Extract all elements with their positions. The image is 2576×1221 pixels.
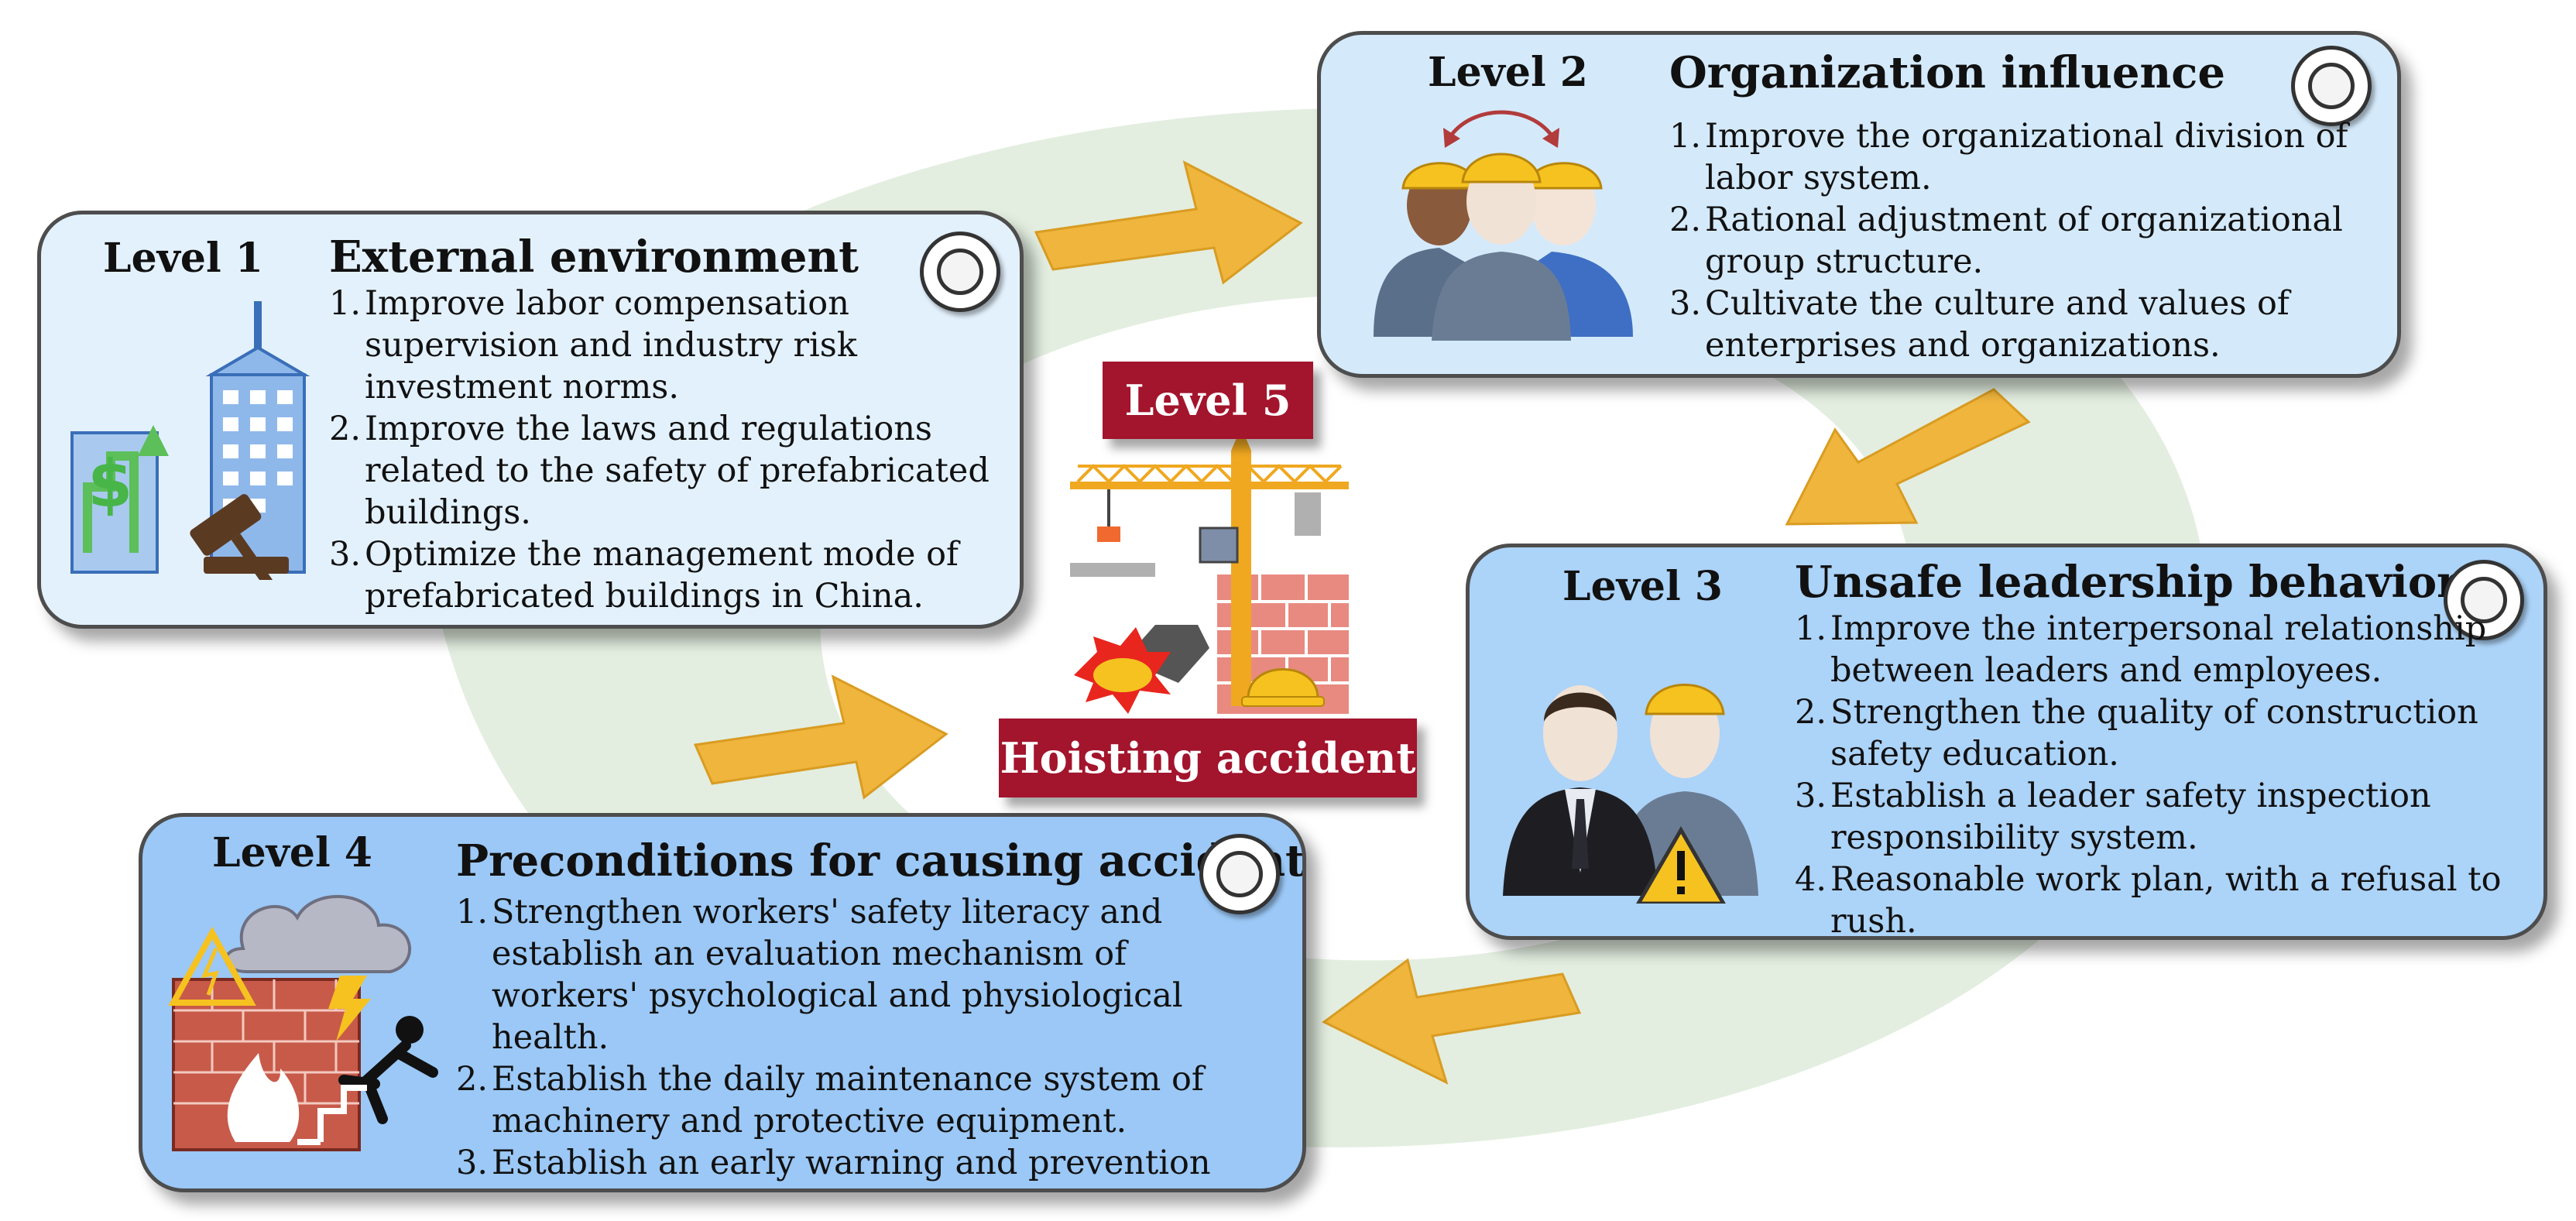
list-item: 1.Improve labor compensation supervision… (329, 284, 857, 406)
three-workers-hardhat-icon (1374, 110, 1633, 341)
level-4-card: Level 4 Preconditions for causing accide… (139, 813, 1306, 1192)
level-3-measures: 1.Improve the interpersonal relationship… (1795, 608, 2538, 940)
level-title: Unsafe leadership behavior (1795, 557, 2460, 608)
ring-icon (2444, 560, 2524, 640)
svg-text:$: $ (87, 446, 132, 522)
list-item: 1.Improve the interpersonal relationship… (1795, 609, 2487, 690)
hoisting-accident-banner: Hoisting accident (999, 719, 1417, 797)
arrow-level1-to-level2 (1034, 160, 1303, 285)
level-1-measures: 1.Improve labor compensation supervision… (329, 283, 1010, 617)
list-item: 2.Establish the daily maintenance system… (456, 1060, 1204, 1140)
list-item: 1.Improve the organizational division of… (1669, 117, 2348, 197)
level-label: Level 1 (103, 235, 263, 282)
storm-fire-falling-worker-icon (168, 894, 438, 1151)
level-3-card: Level 3 Unsafe leadership behavior 1.Imp… (1466, 544, 2547, 940)
arrow-level3-to-level4 (1322, 958, 1582, 1085)
level-title: Preconditions for causing accidents (456, 835, 1306, 887)
crane-accident-icon (1070, 427, 1349, 714)
level-1-card: Level 1 External environment $ 1.Improve… (37, 211, 1024, 629)
list-item: 2.Rational adjustment of organizational … (1669, 201, 2343, 281)
ring-icon (1199, 834, 1280, 914)
level-4-measures: 1.Strengthen workers' safety literacy an… (456, 891, 1277, 1188)
level-2-card: Level 2 Organization influence 1.Improve… (1317, 31, 2401, 378)
list-item: 3.Establish a leader safety inspection r… (1795, 777, 2431, 857)
list-item: 2.Improve the laws and regulations relat… (329, 410, 990, 532)
list-item: 2.Strengthen the quality of construction… (1795, 693, 2478, 773)
level-label: Level 2 (1428, 49, 1588, 96)
level-label: Level 3 (1562, 563, 1723, 610)
arrow-level4-to-level1 (693, 674, 948, 800)
list-item: 3.Optimize the management mode of prefab… (329, 535, 959, 616)
level-title: Organization influence (1669, 47, 2225, 98)
ring-icon (920, 232, 1000, 312)
ring-icon (2291, 46, 2372, 126)
list-item: 3.Cultivate the culture and values of en… (1669, 284, 2290, 365)
level-label: Level 4 (212, 829, 372, 876)
arrow-level2-to-level3 (1785, 388, 2031, 526)
list-item: 1.Strengthen workers' safety literacy an… (456, 893, 1183, 1057)
list-item: 4.Reasonable work plan, with a refusal t… (1795, 860, 2502, 940)
level-5-banner: Level 5 (1103, 362, 1313, 439)
level-2-measures: 1.Improve the organizational division of… (1669, 115, 2351, 366)
city-buildings-finance-gavel-icon: $ (70, 301, 310, 580)
level-title: External environment (329, 232, 859, 283)
list-item: 3.Establish an early warning and prevent… (456, 1144, 1211, 1188)
leader-and-worker-warning-icon (1503, 684, 1758, 904)
